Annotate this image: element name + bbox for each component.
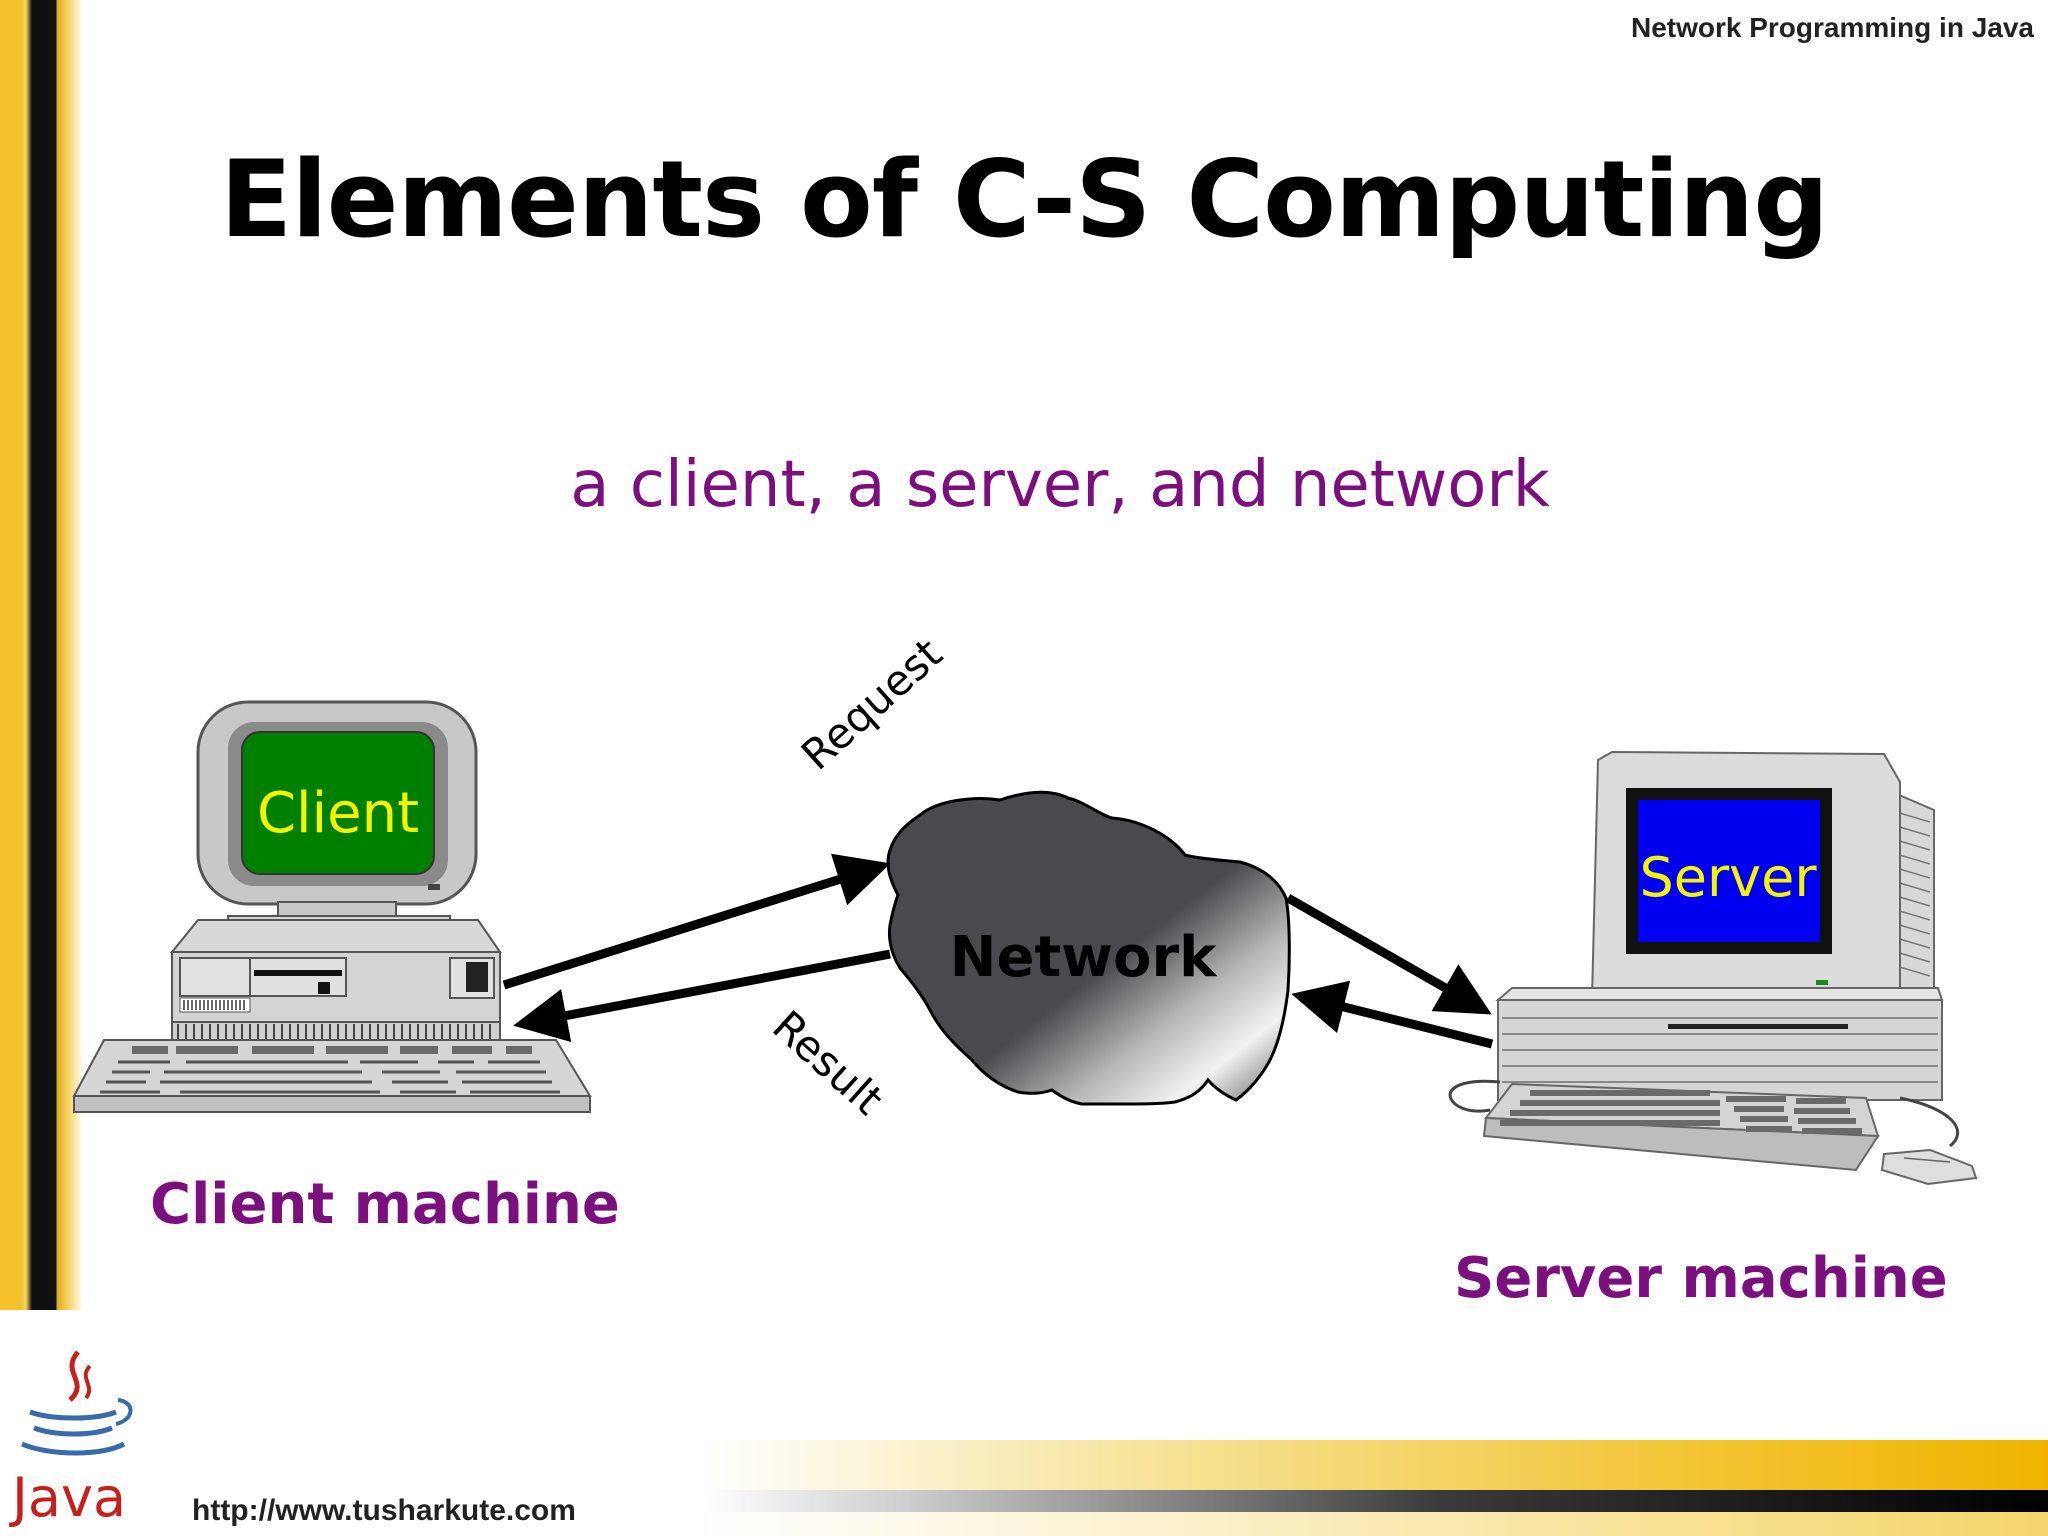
bottom-decorative-band: [700, 1440, 2048, 1536]
client-screen-label: Client: [257, 781, 419, 846]
left-decorative-bar: [0, 0, 82, 1310]
result-arrow-network-to-client: [513, 949, 891, 1043]
java-logo-icon: [21, 1350, 133, 1456]
result-label: Result: [763, 1001, 892, 1124]
footer-url[interactable]: http://www.tusharkute.com: [192, 1494, 576, 1527]
request-arrow-client-to-network: [502, 853, 891, 990]
java-logo-text: Java: [12, 1466, 127, 1529]
server-computer-icon: [1448, 750, 1978, 1186]
network-label: Network: [950, 925, 1218, 990]
server-screen: [1638, 800, 1820, 942]
client-computer-icon: [72, 700, 592, 1113]
client-screen: [241, 731, 435, 875]
result-arrow-server-to-network: [1291, 980, 1494, 1049]
request-arrow-network-to-server: [1285, 894, 1492, 1015]
network-cloud: [886, 790, 1291, 1106]
client-machine-label: Client machine: [150, 1172, 620, 1237]
course-header: Network Programming in Java: [1630, 12, 2034, 43]
server-screen-label: Server: [1639, 846, 1817, 909]
slide-title: Elements of C-S Computing: [219, 138, 1829, 261]
server-machine-label: Server machine: [1454, 1246, 1948, 1311]
request-label: Request: [792, 629, 952, 780]
slide-subtitle: a client, a server, and network: [570, 448, 1550, 522]
